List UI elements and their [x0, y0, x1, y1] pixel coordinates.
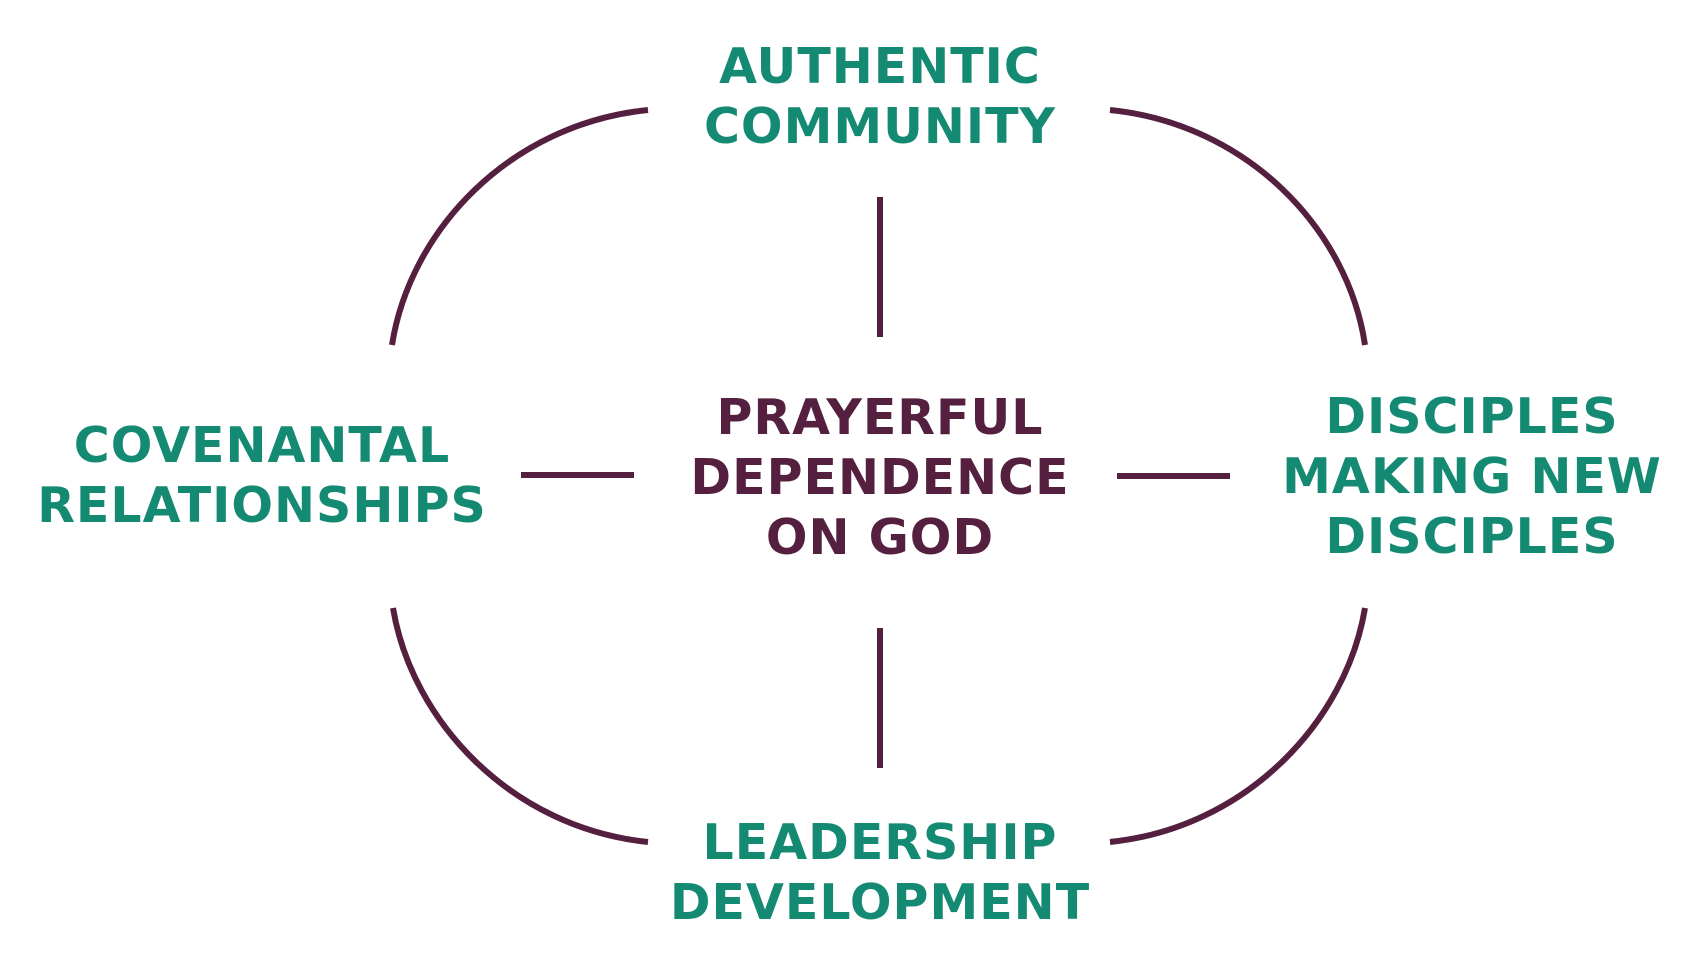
node-line: MAKING NEW — [1282, 448, 1662, 505]
node-line: PRAYERFUL — [716, 389, 1044, 446]
node-line: ON GOD — [765, 509, 995, 566]
node-prayerful-dependence: PRAYERFUL DEPENDENCE ON GOD — [690, 388, 1069, 568]
node-line: DISCIPLES — [1325, 508, 1619, 565]
node-covenantal-relationships: COVENANTAL RELATIONSHIPS — [37, 416, 487, 536]
node-line: COMMUNITY — [703, 98, 1057, 155]
arc-bottom-right — [1109, 607, 1368, 845]
node-line: AUTHENTIC — [719, 38, 1041, 95]
node-leadership-development: LEADERSHIP DEVELOPMENT — [670, 813, 1090, 933]
arc-top-left — [389, 107, 649, 346]
arc-top-right — [1109, 107, 1368, 346]
node-authentic-community: AUTHENTIC COMMUNITY — [704, 37, 1056, 157]
node-line: RELATIONSHIPS — [37, 477, 487, 534]
arc-bottom-left — [390, 607, 649, 845]
node-line: LEADERSHIP — [702, 814, 1058, 871]
node-line: COVENANTAL — [73, 417, 451, 474]
node-disciples-making-disciples: DISCIPLES MAKING NEW DISCIPLES — [1282, 387, 1662, 567]
node-line: DISCIPLES — [1325, 388, 1619, 445]
node-line: DEVELOPMENT — [669, 874, 1091, 931]
node-line: DEPENDENCE — [690, 449, 1070, 506]
